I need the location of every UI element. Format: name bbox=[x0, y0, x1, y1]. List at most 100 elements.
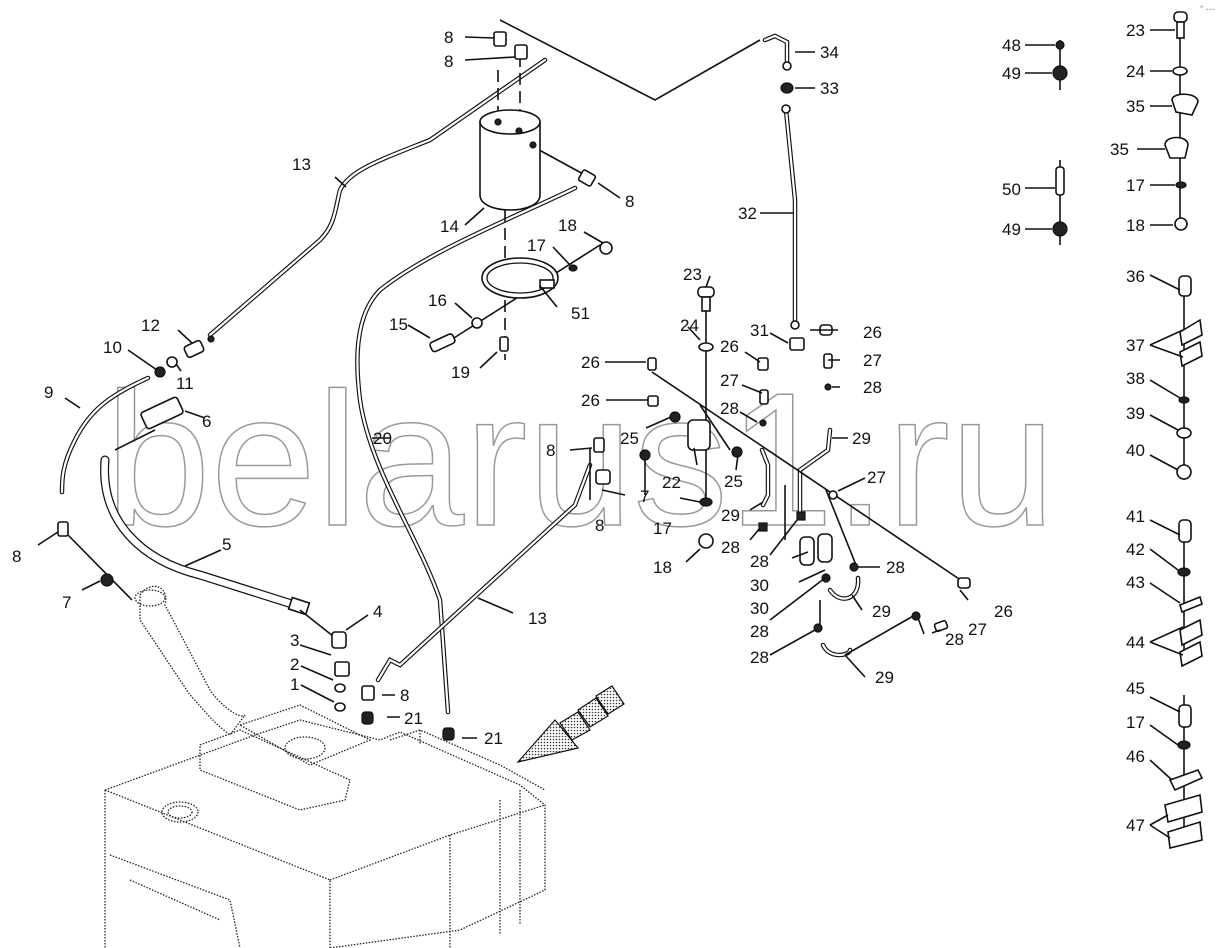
watermark: belarus1.ru bbox=[105, 354, 1056, 566]
callout-35: 35 bbox=[1110, 140, 1129, 159]
callout-21: 21 bbox=[484, 729, 503, 748]
callout-34: 34 bbox=[820, 43, 839, 62]
callout-49: 49 bbox=[1002, 64, 1021, 83]
callout-17: 17 bbox=[527, 236, 546, 255]
callout-8: 8 bbox=[595, 516, 604, 535]
callout-19: 19 bbox=[451, 363, 470, 382]
callout-25: 25 bbox=[620, 429, 639, 448]
callout-28: 28 bbox=[721, 538, 740, 557]
callout-13: 13 bbox=[292, 155, 311, 174]
callout-27: 27 bbox=[720, 371, 739, 390]
callout-13: 13 bbox=[528, 609, 547, 628]
callout-24: 24 bbox=[1126, 62, 1145, 81]
callout-35: 35 bbox=[1126, 97, 1145, 116]
hose-5 bbox=[100, 455, 311, 616]
callout-8: 8 bbox=[625, 192, 634, 211]
callout-37: 37 bbox=[1126, 336, 1145, 355]
callout-24: 24 bbox=[680, 316, 699, 335]
callout-5: 5 bbox=[222, 535, 231, 554]
forward-direction-arrow bbox=[516, 685, 625, 764]
callout-26: 26 bbox=[581, 353, 600, 372]
callout-29: 29 bbox=[872, 602, 891, 621]
pipe-20 bbox=[355, 185, 578, 715]
callout-32: 32 bbox=[738, 204, 757, 223]
callout-18: 18 bbox=[558, 216, 577, 235]
callout-1: 1 bbox=[290, 675, 299, 694]
callout-6: 6 bbox=[202, 412, 211, 431]
fuel-tank bbox=[104, 585, 546, 948]
callout-7: 7 bbox=[640, 487, 649, 506]
callout-28: 28 bbox=[750, 622, 769, 641]
callout-17: 17 bbox=[1126, 176, 1145, 195]
side-callout-labels: 48 49 50 49 23 24 35 35 17 18 36 37 38 3… bbox=[1002, 21, 1145, 835]
callout-18: 18 bbox=[653, 558, 672, 577]
callout-26: 26 bbox=[863, 323, 882, 342]
callout-26: 26 bbox=[994, 602, 1013, 621]
callout-9: 9 bbox=[44, 383, 53, 402]
callout-28: 28 bbox=[863, 378, 882, 397]
callout-46: 46 bbox=[1126, 747, 1145, 766]
callout-27: 27 bbox=[968, 620, 987, 639]
callout-10: 10 bbox=[103, 338, 122, 357]
callout-28: 28 bbox=[750, 552, 769, 571]
callout-40: 40 bbox=[1126, 441, 1145, 460]
callout-41: 41 bbox=[1126, 507, 1145, 526]
callout-26: 26 bbox=[581, 391, 600, 410]
fuel-filter-14 bbox=[479, 109, 541, 211]
callout-38: 38 bbox=[1126, 369, 1145, 388]
callout-14: 14 bbox=[440, 217, 459, 236]
callout-28: 28 bbox=[750, 648, 769, 667]
side-parts bbox=[1052, 11, 1204, 849]
hose-29-lower-b bbox=[820, 642, 853, 658]
corner-mark: ″ --- bbox=[1200, 4, 1215, 14]
callout-31: 31 bbox=[750, 321, 769, 340]
callout-44: 44 bbox=[1126, 633, 1145, 652]
callout-43: 43 bbox=[1126, 573, 1145, 592]
callout-33: 33 bbox=[820, 79, 839, 98]
callout-27: 27 bbox=[863, 351, 882, 370]
callout-4: 4 bbox=[373, 602, 382, 621]
callout-18: 18 bbox=[1126, 216, 1145, 235]
pipe-9 bbox=[59, 375, 151, 495]
pipe-29-upper bbox=[797, 427, 833, 518]
callout-8: 8 bbox=[400, 686, 409, 705]
pipe-13-lower bbox=[375, 462, 593, 683]
callout-29: 29 bbox=[721, 506, 740, 525]
pipe-32 bbox=[783, 107, 798, 328]
callout-36: 36 bbox=[1126, 267, 1145, 286]
callout-45: 45 bbox=[1126, 679, 1145, 698]
callout-30: 30 bbox=[750, 599, 769, 618]
callout-26: 26 bbox=[720, 337, 739, 356]
bracket-51 bbox=[481, 257, 559, 299]
leader-lines bbox=[37, 29, 1184, 839]
callout-8: 8 bbox=[444, 28, 453, 47]
callout-28: 28 bbox=[945, 630, 964, 649]
pipe-13-upper bbox=[207, 57, 548, 338]
pipe-29-mid bbox=[759, 447, 771, 508]
callout-8: 8 bbox=[444, 52, 453, 71]
callout-27: 27 bbox=[867, 468, 886, 487]
callout-labels: 8 8 34 33 13 8 14 32 18 17 23 12 16 51 1… bbox=[12, 28, 1013, 748]
callout-17: 17 bbox=[653, 519, 672, 538]
callout-16: 16 bbox=[428, 291, 447, 310]
callout-17: 17 bbox=[1126, 713, 1145, 732]
callout-12: 12 bbox=[141, 316, 160, 335]
callout-23: 23 bbox=[1126, 21, 1145, 40]
callout-23: 23 bbox=[683, 265, 702, 284]
callout-51: 51 bbox=[571, 304, 590, 323]
callout-7: 7 bbox=[62, 593, 71, 612]
pipe-34 bbox=[762, 33, 790, 66]
callout-2: 2 bbox=[290, 655, 299, 674]
callout-25: 25 bbox=[724, 472, 743, 491]
callout-29: 29 bbox=[852, 429, 871, 448]
callout-15: 15 bbox=[389, 315, 408, 334]
callout-42: 42 bbox=[1126, 540, 1145, 559]
callout-28: 28 bbox=[886, 558, 905, 577]
callout-22: 22 bbox=[662, 473, 681, 492]
callout-3: 3 bbox=[290, 631, 299, 650]
callout-39: 39 bbox=[1126, 404, 1145, 423]
callout-20: 20 bbox=[373, 429, 392, 448]
callout-8: 8 bbox=[546, 441, 555, 460]
callout-30: 30 bbox=[750, 576, 769, 595]
